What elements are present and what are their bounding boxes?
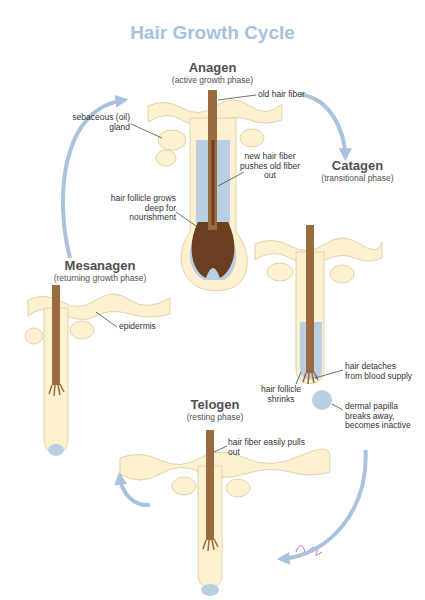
leader-line xyxy=(332,404,343,410)
phase-name: Mesanagen xyxy=(25,258,175,273)
follicle-sheath xyxy=(190,140,236,280)
old-hair-fiber xyxy=(208,90,217,230)
leader-line xyxy=(214,446,227,452)
dermal-papilla xyxy=(312,390,332,410)
callout-label: sebaceous (oil) gland xyxy=(72,113,130,132)
hair-root xyxy=(49,384,64,396)
dermal-papilla xyxy=(201,584,219,596)
telogen-illustration xyxy=(120,430,330,596)
gland-lobe xyxy=(156,150,176,166)
diagram-title: Hair Growth Cycle xyxy=(0,22,425,44)
mesanagen-illustration xyxy=(25,285,170,456)
phase-name: Telogen xyxy=(150,397,280,412)
callout-label: dermal papilla breaks away, becomes inac… xyxy=(345,402,421,431)
phase-description: (active growth phase) xyxy=(125,75,300,85)
callout-label: hair follicle grows deep for nourishment xyxy=(104,194,176,223)
callout-label: hair follicle shrinks xyxy=(256,385,306,404)
new-hair-fiber xyxy=(212,140,215,225)
skin-surface xyxy=(120,449,330,480)
callout-label: hair detaches from blood supply xyxy=(345,362,415,381)
leader-line xyxy=(131,124,162,138)
hair-root xyxy=(203,539,218,551)
gland-lobe xyxy=(240,129,264,147)
phase-stage: Telogen(resting phase) xyxy=(150,397,280,597)
phase-description: (returning growth phase) xyxy=(25,273,175,283)
gland-lobe xyxy=(172,477,196,495)
gland-lobe xyxy=(226,479,250,497)
phase-stage: Mesanagen(returning growth phase) xyxy=(25,258,175,475)
signature-scribble xyxy=(296,546,322,556)
callout-label: new hair fiber pushes old fiber out xyxy=(238,152,302,181)
leader-line xyxy=(218,172,244,186)
dermal-papilla xyxy=(48,444,64,456)
phase-name: Catagen xyxy=(290,158,425,173)
gland-lobe xyxy=(267,263,293,281)
gland-lobe xyxy=(25,328,43,344)
leader-line xyxy=(315,370,343,378)
anagen-illustration xyxy=(148,90,282,291)
phase-name: Anagen xyxy=(125,60,300,75)
cycle-arrow xyxy=(120,475,151,505)
hair-bulb xyxy=(192,222,235,278)
catagen-illustration xyxy=(255,225,382,410)
follicle xyxy=(181,118,247,291)
callout-label: hair fiber easily pulls out xyxy=(228,438,306,457)
leader-line xyxy=(218,95,256,100)
cycle-arrow xyxy=(280,450,366,559)
gland-lobe xyxy=(70,321,94,339)
leader-line xyxy=(296,372,301,384)
phase-description: (resting phase) xyxy=(150,412,280,422)
cycle-arrow xyxy=(300,95,345,159)
callout-label: old hair fiber xyxy=(258,90,328,100)
leader-line xyxy=(96,312,117,327)
callout-label: epidermis xyxy=(119,322,171,332)
hair-fiber xyxy=(52,285,60,385)
leader-line xyxy=(176,212,196,226)
hair-fiber xyxy=(306,225,314,373)
gland-lobe xyxy=(330,265,354,283)
phase-description: (transitional phase) xyxy=(290,173,425,183)
hair-fiber xyxy=(206,430,214,540)
gland-lobe xyxy=(158,130,186,150)
